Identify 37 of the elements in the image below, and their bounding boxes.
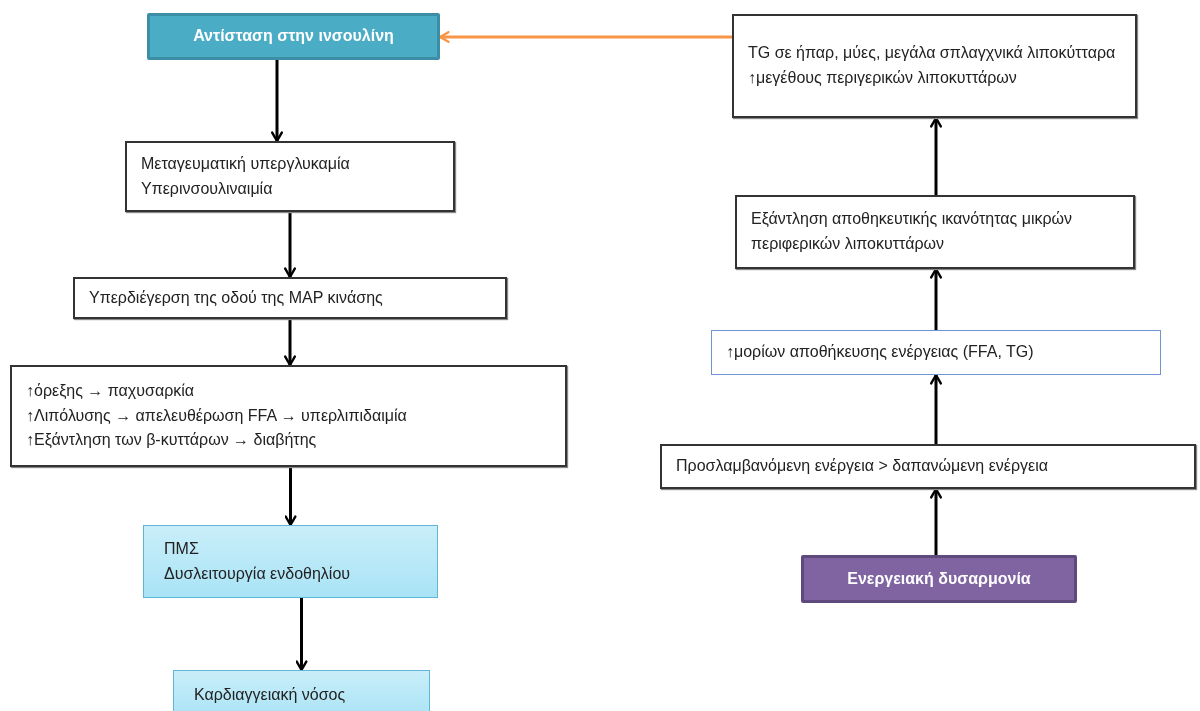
arrow [295,598,308,672]
box-text: Προσλαμβανόμενη ενέργεια > δαπανώμενη ενέργεια [676,456,1049,477]
box-text: Δυσλειτουργία ενδοθηλίου [164,563,352,584]
process-box [10,365,567,467]
box-text: ↑Εξάντληση των β-κυττάρων → διαβήτης [26,430,318,451]
box-text: Ενεργειακή δυσαρμονία [847,568,1031,589]
box-text: Υπερδιέγερση της οδού της MAP κινάσης [89,287,384,308]
box-text: Καρδιαγγειακή νόσος [194,684,347,705]
box-text: Υπερινσουλιναιμία [141,178,274,199]
box-text: Εξάντληση αποθηκευτικής ικανότητας μικρών περιφερικών λιποκυττάρων [751,209,1074,254]
box-text: ↑Λιπόλυσης → απελευθέρωση FFA → υπερλιπιδαιμία [26,405,408,426]
box-text: ↑μορίων αποθήκευσης ενέργειας (FFA, TG) [726,342,1035,363]
process-box [735,195,1135,269]
box-text: ↑μεγέθους περιγερικών λιποκυττάρων [748,68,1018,88]
process-box [660,444,1196,489]
arrow [271,60,283,143]
arrow [930,373,942,444]
box-text: Μεταγευματική υπεργλυκαμία [141,153,351,174]
process-box [801,555,1077,603]
arrow [438,31,732,43]
arrow [930,116,942,195]
process-box [147,13,440,60]
arrow [284,212,296,279]
box-text: ↑όρεξης → παχυσαρκία [26,380,196,401]
box-text: ΠΜΣ [164,538,200,559]
arrow [284,319,296,367]
box-text: TG σε ήπαρ, μύες, μεγάλα σπλαγχνικά λιποκύτταρα [748,43,1117,64]
arrow [930,487,942,555]
box-text: Αντίσταση στην ινσουλίνη [193,26,394,47]
process-box [711,330,1161,375]
process-box [143,525,438,598]
process-box [173,670,430,711]
process-box [125,141,455,212]
process-box [73,277,507,319]
arrow [930,267,942,330]
process-box [732,14,1137,118]
arrow [284,467,297,527]
